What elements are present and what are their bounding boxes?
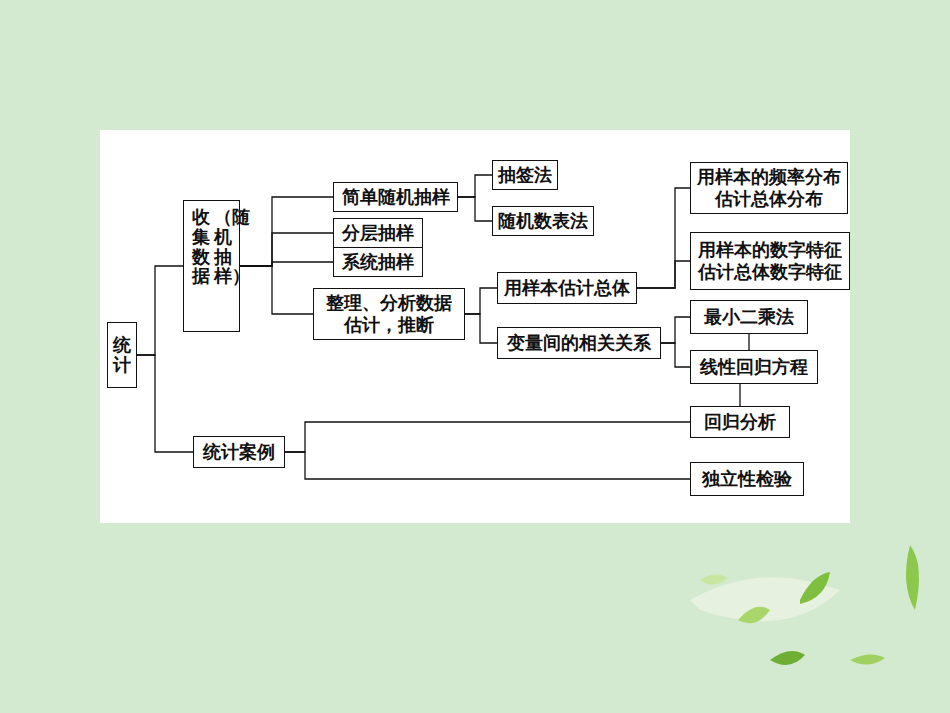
concept-box: 收集数据（随机抽样） (183, 200, 240, 332)
concept-box: 变量间的相关关系 (497, 327, 661, 359)
node-label: 独立性检验 (702, 468, 792, 490)
tree-connector (637, 261, 690, 288)
tree-connector (740, 384, 741, 406)
tree-connector (137, 355, 193, 452)
tree-connector (285, 422, 690, 452)
concept-box: 分层抽样 (333, 218, 423, 248)
concept-box: 最小二乘法 (690, 300, 808, 334)
concept-box: 系统抽样 (333, 247, 423, 277)
concept-box: 用样本的频率分布估计总体分布 (690, 162, 848, 214)
concept-box: 用样本估计总体 (497, 272, 637, 304)
node-label: 分层抽样 (342, 222, 414, 244)
node-label: 统计案例 (203, 441, 275, 463)
node-label: 抽签法 (498, 164, 552, 186)
node-label: 用样本的数字特征估计总体数字特征 (696, 239, 844, 282)
node-label: 线性回归方程 (700, 356, 808, 378)
tree-connector (749, 334, 750, 350)
node-label: 回归分析 (704, 411, 776, 433)
node-label: 整理、分析数据 估计，推断 (319, 292, 459, 335)
tree-connector (240, 233, 333, 266)
tree-connector (240, 197, 333, 266)
concept-box: 随机数表法 (492, 206, 594, 236)
node-label: 用样本的频率分布估计总体分布 (696, 166, 842, 209)
tree-connector (465, 288, 497, 314)
tree-connector (661, 317, 690, 343)
concept-box: 用样本的数字特征估计总体数字特征 (690, 232, 850, 290)
node-label: 简单随机抽样 (342, 186, 450, 208)
node-label: 变量间的相关关系 (507, 332, 651, 354)
tree-connector (285, 452, 690, 479)
tree-connector (637, 188, 690, 288)
leaf-decoration (690, 545, 919, 665)
node-label: 最小二乘法 (704, 306, 794, 328)
tree-connector (240, 266, 313, 314)
tree-connector (465, 314, 497, 343)
node-label: 统计 (113, 335, 131, 375)
node-label: 用样本估计总体 (504, 277, 630, 299)
concept-box: 独立性检验 (690, 462, 804, 496)
tree-connector (661, 343, 690, 367)
tree-connector (458, 175, 492, 197)
node-label: 系统抽样 (342, 251, 414, 273)
node-label: 收集数据 (192, 207, 210, 286)
tree-connector (458, 197, 492, 221)
node-label: （随机抽样） (214, 207, 232, 286)
concept-box: 整理、分析数据 估计，推断 (313, 288, 465, 340)
concept-box: 线性回归方程 (690, 350, 818, 384)
concept-box: 回归分析 (690, 406, 790, 438)
concept-box: 抽签法 (492, 160, 558, 190)
concept-box: 统计案例 (193, 436, 285, 468)
concept-box: 简单随机抽样 (333, 182, 458, 212)
tree-connector (137, 266, 183, 355)
concept-box: 统计 (107, 322, 137, 388)
node-label: 随机数表法 (498, 210, 588, 232)
